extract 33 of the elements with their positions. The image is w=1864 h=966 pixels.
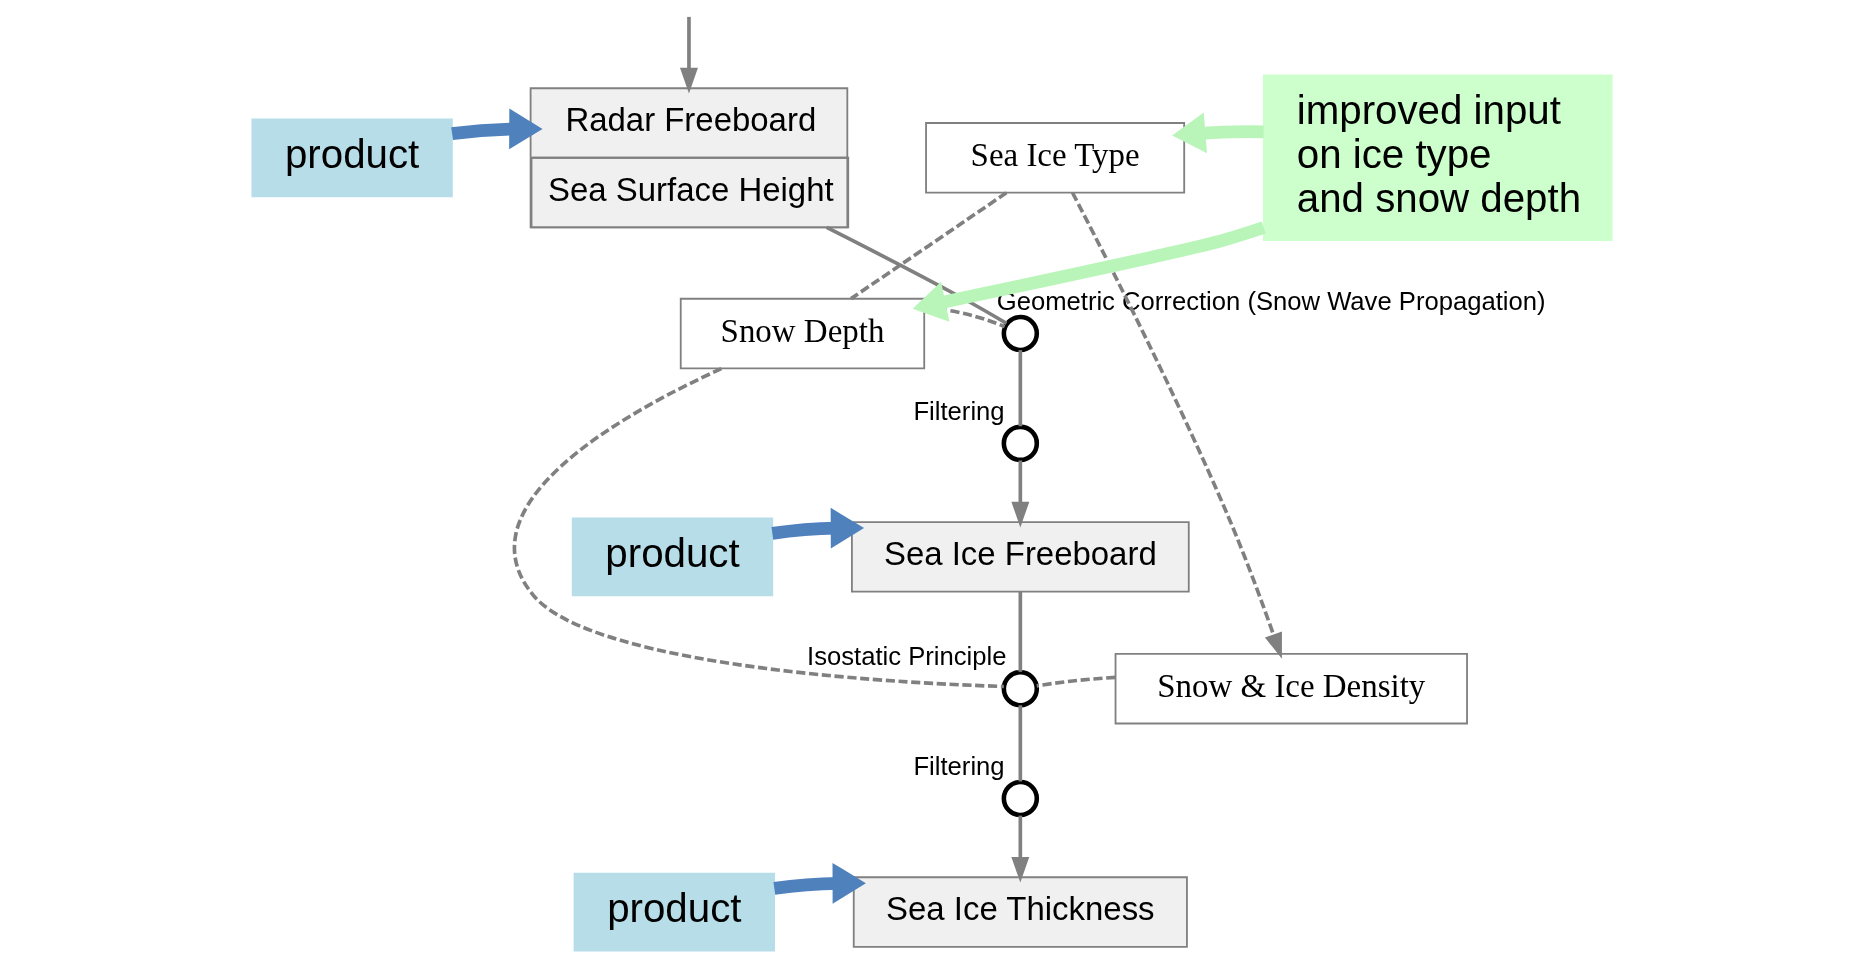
node-label: Filtering — [913, 752, 1005, 781]
node-circle — [1001, 424, 1040, 463]
node-box: Sea Ice Type — [925, 122, 1186, 194]
node-box: Sea Ice Thickness — [852, 876, 1188, 948]
arrow — [1172, 112, 1264, 154]
arrow — [771, 507, 865, 549]
connector — [850, 191, 1008, 301]
node-label: Geometric Correction (Snow Wave Propagation) — [996, 287, 1546, 316]
node-box: Sea Ice Freeboard — [851, 521, 1190, 593]
arrow — [451, 108, 543, 150]
connector — [825, 225, 1008, 325]
connector — [1036, 675, 1116, 688]
arrow — [1011, 460, 1030, 528]
arrow — [773, 862, 866, 904]
connector — [1018, 591, 1023, 672]
node-circle — [1001, 314, 1040, 353]
node-box: product — [571, 517, 774, 597]
node-label: Filtering — [913, 396, 1005, 425]
node-circle — [1001, 779, 1040, 818]
node-label: Isostatic Principle — [807, 642, 1007, 671]
arrow — [1011, 815, 1030, 883]
node-box: product — [251, 118, 453, 198]
node-box: Snow Depth — [679, 297, 926, 370]
connector — [1018, 705, 1023, 782]
node-box: product — [573, 872, 775, 952]
arrow — [912, 221, 1266, 322]
node-circle — [1001, 669, 1040, 708]
arrow — [680, 16, 698, 94]
connector — [512, 367, 1004, 689]
arrow — [1070, 191, 1282, 659]
connector — [1018, 350, 1023, 427]
node-box: improved input on ice type and snow depth — [1262, 74, 1613, 242]
node-box: Snow & Ice Density — [1114, 653, 1468, 725]
